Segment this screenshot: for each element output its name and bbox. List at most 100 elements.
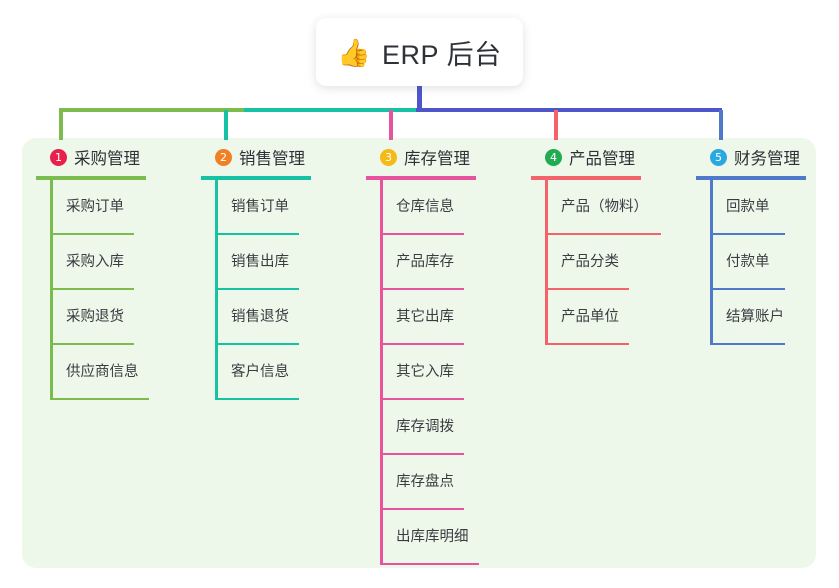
branch-stub-1: [59, 110, 63, 140]
branch-number-badge: 2: [215, 148, 232, 166]
leaf-item-label: 产品单位: [561, 309, 619, 325]
root-node[interactable]: 👍 ERP 后台: [316, 18, 523, 86]
branch-title: 采购管理: [74, 150, 140, 168]
leaf-item-label: 产品（物料）: [561, 199, 648, 215]
branch-title: 销售管理: [239, 150, 305, 168]
leaf-item-rule: [545, 288, 629, 290]
leaf-item[interactable]: 产品分类: [531, 235, 681, 290]
branch-number-badge: 4: [545, 148, 562, 166]
leaf-item[interactable]: 销售退货: [201, 290, 351, 345]
branch-number-badge: 5: [710, 148, 727, 166]
branch-spine: [50, 180, 53, 400]
branch-item-list: 回款单付款单结算账户: [696, 180, 836, 345]
leaf-item[interactable]: 结算账户: [696, 290, 836, 345]
branch-spine: [215, 180, 218, 400]
leaf-item[interactable]: 客户信息: [201, 345, 351, 400]
leaf-item-rule: [380, 288, 464, 290]
leaf-item-rule: [380, 233, 464, 235]
leaf-item-rule: [50, 233, 134, 235]
leaf-item-label: 销售订单: [231, 199, 289, 215]
leaf-item-rule: [710, 288, 785, 290]
branch-number-badge: 1: [50, 148, 67, 166]
branch-stub-5: [719, 110, 723, 140]
leaf-item-label: 产品库存: [396, 254, 454, 270]
branch-stub-2: [224, 110, 228, 140]
leaf-item-rule: [710, 233, 785, 235]
leaf-item-label: 采购订单: [66, 199, 124, 215]
leaf-item[interactable]: 付款单: [696, 235, 836, 290]
leaf-item[interactable]: 库存调拨: [366, 400, 516, 455]
bus-segment-1: [59, 108, 244, 112]
leaf-item-label: 付款单: [726, 254, 770, 270]
leaf-item[interactable]: 产品（物料）: [531, 180, 681, 235]
leaf-item[interactable]: 仓库信息: [366, 180, 516, 235]
leaf-item-label: 客户信息: [231, 364, 289, 380]
leaf-item-label: 回款单: [726, 199, 770, 215]
leaf-item[interactable]: 产品库存: [366, 235, 516, 290]
branch-spine: [380, 180, 383, 565]
leaf-item[interactable]: 出库库明细: [366, 510, 516, 565]
leaf-item-label: 供应商信息: [66, 364, 139, 380]
leaf-item[interactable]: 库存盘点: [366, 455, 516, 510]
branch-item-list: 产品（物料） 产品分类产品单位: [531, 180, 681, 345]
leaf-item[interactable]: 采购订单: [36, 180, 186, 235]
branch-header-rule: [696, 176, 806, 180]
leaf-item-rule: [380, 343, 464, 345]
branch-header-2[interactable]: 2 销售管理: [201, 145, 351, 169]
bus-segment-2: [244, 108, 416, 112]
branch-header-1[interactable]: 1 采购管理: [36, 145, 186, 169]
leaf-item-label: 仓库信息: [396, 199, 454, 215]
leaf-item[interactable]: 销售出库: [201, 235, 351, 290]
leaf-item[interactable]: 供应商信息: [36, 345, 186, 400]
leaf-item[interactable]: 回款单: [696, 180, 836, 235]
branch-header-rule: [201, 176, 311, 180]
leaf-item[interactable]: 其它出库: [366, 290, 516, 345]
branch-item-list: 销售订单销售出库销售退货客户信息: [201, 180, 351, 400]
leaf-item-label: 其它入库: [396, 364, 454, 380]
leaf-item-rule: [380, 398, 464, 400]
leaf-item-rule: [50, 288, 134, 290]
thumbs-up-icon: 👍: [337, 37, 372, 69]
bus-segment-3: [416, 108, 722, 112]
leaf-item-rule: [380, 453, 464, 455]
branch-title: 库存管理: [404, 150, 470, 168]
leaf-item-rule: [380, 508, 464, 510]
branch-column-2: 2 销售管理销售订单销售出库销售退货客户信息: [201, 145, 351, 400]
leaf-item[interactable]: 其它入库: [366, 345, 516, 400]
leaf-item-label: 销售出库: [231, 254, 289, 270]
leaf-item-label: 出库库明细: [396, 529, 469, 545]
diagram-panel: [22, 138, 816, 568]
branch-column-3: 3 库存管理仓库信息产品库存其它出库其它入库库存调拨库存盘点出库库明细: [366, 145, 516, 565]
branch-column-1: 1 采购管理采购订单采购入库采购退货供应商信息: [36, 145, 186, 400]
branch-stub-4: [554, 110, 558, 140]
leaf-item-rule: [545, 233, 661, 235]
root-title: ERP 后台: [382, 39, 502, 70]
leaf-item-rule: [710, 343, 785, 345]
branch-header-rule: [531, 176, 641, 180]
branch-spine: [710, 180, 713, 345]
leaf-item[interactable]: 产品单位: [531, 290, 681, 345]
leaf-item-label: 产品分类: [561, 254, 619, 270]
leaf-item-label: 采购入库: [66, 254, 124, 270]
leaf-item-label: 销售退货: [231, 309, 289, 325]
leaf-item-rule: [215, 233, 299, 235]
leaf-item[interactable]: 采购入库: [36, 235, 186, 290]
branch-number-badge: 3: [380, 148, 397, 166]
leaf-item-rule: [215, 288, 299, 290]
leaf-item[interactable]: 采购退货: [36, 290, 186, 345]
leaf-item[interactable]: 销售订单: [201, 180, 351, 235]
leaf-item-label: 库存盘点: [396, 474, 454, 490]
branch-header-rule: [36, 176, 146, 180]
leaf-item-label: 其它出库: [396, 309, 454, 325]
leaf-item-rule: [215, 398, 299, 400]
branch-item-list: 仓库信息产品库存其它出库其它入库库存调拨库存盘点出库库明细: [366, 180, 516, 565]
branch-stub-3: [389, 110, 393, 140]
branch-header-3[interactable]: 3 库存管理: [366, 145, 516, 169]
root-stem-connector: [417, 84, 422, 112]
leaf-item-label: 库存调拨: [396, 419, 454, 435]
